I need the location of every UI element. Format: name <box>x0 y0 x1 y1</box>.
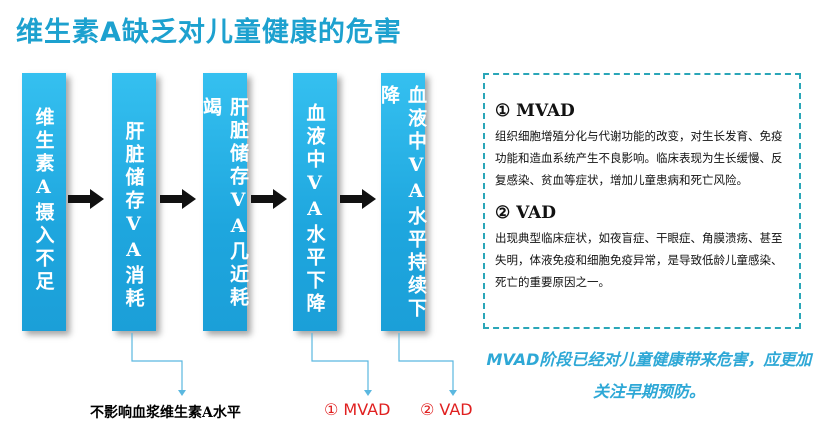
stage-box-5: 血液中VA水平持续下降 <box>378 73 427 331</box>
panel-body-mvad: 组织细胞增殖分化与代谢功能的改变，对生长发育、免疫功能和造血系统产生不良影响。临… <box>495 129 783 187</box>
stage-text-3: 肝脏储存VA几近耗竭 <box>200 97 249 310</box>
panel-body-vad: 出现典型临床症状，如夜盲症、干眼症、角膜溃疡、甚至失明，体液免疫和细胞免疫异常，… <box>495 231 783 289</box>
panel-heading-mvad: ① MVAD <box>495 101 575 121</box>
stage-box-4: 血液中VA水平下降 <box>293 73 337 331</box>
stage-text-2: 肝脏储存VA消耗 <box>122 121 145 311</box>
outcome-label-vad: ② VAD <box>420 400 473 419</box>
stage-box-1: 维生素A摄入不足 <box>22 73 66 331</box>
stage-text-5: 血液中VA水平持续下降 <box>378 85 427 321</box>
prevention-note: MVAD阶段已经对儿童健康带来危害，应更加关注早期预防。 <box>486 350 812 401</box>
arrow-right-icon <box>160 189 196 209</box>
stage-box-2: 肝脏储存VA消耗 <box>112 73 156 331</box>
panel-heading-vad: ② VAD <box>495 203 556 223</box>
stage-text-4: 血液中VA水平下降 <box>303 103 326 316</box>
arrow-right-icon <box>340 189 376 209</box>
arrow-right-icon <box>68 189 104 209</box>
outcome-label-mvad: ① MVAD <box>324 400 391 419</box>
arrow-right-icon <box>251 189 287 209</box>
outcome-label-normal: 不影响血浆维生素A水平 <box>90 405 241 421</box>
stage-box-3: 肝脏储存VA几近耗竭 <box>200 73 249 331</box>
page-title: 维生素A缺乏对儿童健康的危害 <box>16 17 402 48</box>
info-panel: ① MVAD 组织细胞增殖分化与代谢功能的改变，对生长发育、免疫功能和造血系统产… <box>483 73 801 329</box>
stage-text-1: 维生素A摄入不足 <box>32 107 55 294</box>
